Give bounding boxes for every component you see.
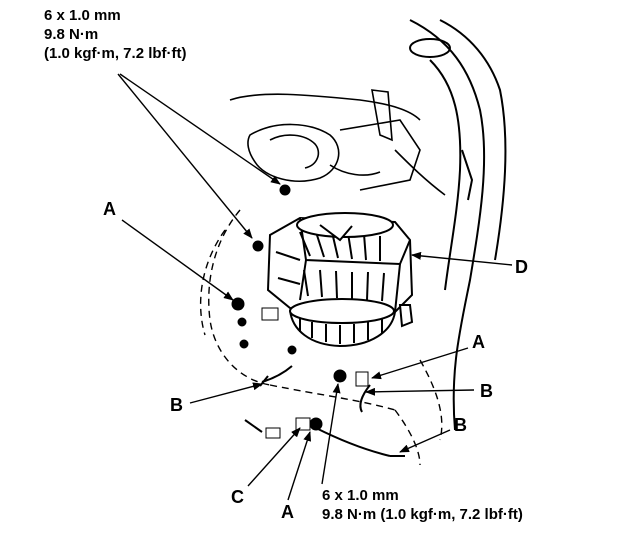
bolt-a-left: [231, 297, 245, 311]
torque-spec-top: 6 x 1.0 mm 9.8 N·m (1.0 kgf·m, 7.2 lbf·f…: [44, 6, 187, 63]
callout-c: C: [231, 487, 244, 507]
leader-a-left: [121, 219, 234, 301]
leader-b-right-upper: [365, 387, 475, 396]
blower-unit: [266, 212, 414, 314]
callout-b-right-lower: B: [454, 415, 467, 435]
wire-harness: [244, 365, 405, 457]
leader-a-bottom: [287, 431, 312, 501]
callout-b-left: B: [170, 395, 183, 415]
torque-spec-top-nm: 9.8 N·m: [44, 26, 99, 43]
callout-a-right: A: [472, 332, 485, 352]
connector-left: [261, 307, 279, 321]
leader-b-right-lower: [399, 429, 451, 453]
torque-spec-bottom: 6 x 1.0 mm 9.8 N·m (1.0 kgf·m, 7.2 lbf·f…: [322, 486, 523, 524]
fasteners: [231, 184, 369, 439]
screw-left-2: [239, 339, 249, 349]
torque-spec-top-kgf: (1.0 kgf·m, 7.2 lbf·ft): [44, 45, 187, 62]
callout-a-bottom: A: [281, 502, 294, 522]
dashboard-outline: [409, 19, 507, 431]
leader-spec-top-1: [117, 73, 253, 239]
torque-spec-bottom-size: 6 x 1.0 mm: [322, 487, 399, 504]
screw-left-3: [287, 345, 297, 355]
bolt-upper-1: [279, 184, 291, 196]
torque-spec-top-size: 6 x 1.0 mm: [44, 7, 121, 24]
leader-b-left: [189, 382, 263, 404]
connector-bottom: [265, 427, 281, 439]
bolt-upper-2: [252, 240, 264, 252]
leader-c: [247, 427, 301, 487]
console-outline: [229, 89, 446, 196]
leader-spec-bottom: [321, 383, 341, 485]
callout-d: D: [515, 257, 528, 277]
leader-lines: [117, 73, 513, 501]
callout-b-right-upper: B: [480, 381, 493, 401]
connector-c: [295, 417, 311, 431]
callout-a-left: A: [103, 199, 116, 219]
leader-d: [411, 251, 513, 266]
torque-spec-bottom-values: 9.8 N·m (1.0 kgf·m, 7.2 lbf·ft): [322, 506, 523, 523]
leader-spec-top-2: [119, 73, 281, 185]
screw-left-1: [237, 317, 247, 327]
leader-a-right: [371, 347, 469, 380]
blower-motor: [289, 298, 414, 348]
nut-right: [333, 369, 347, 383]
connector-right: [355, 371, 369, 387]
